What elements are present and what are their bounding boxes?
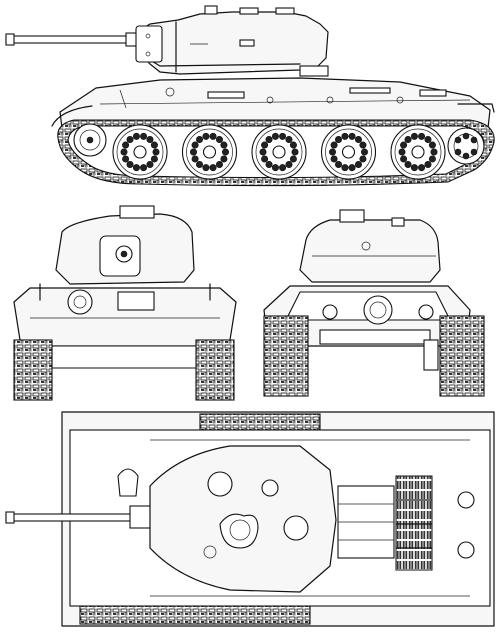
front-view xyxy=(13,205,237,401)
top-view xyxy=(5,411,495,627)
rear-track-right xyxy=(439,315,485,397)
side-gun-mantlet xyxy=(135,25,163,63)
side-turret xyxy=(139,11,329,75)
rear-turret xyxy=(299,219,441,283)
side-fittings xyxy=(165,87,447,104)
front-track-right xyxy=(195,339,235,401)
side-cupola xyxy=(204,5,295,15)
road-wheel xyxy=(112,124,168,180)
rear-access-hatch xyxy=(363,295,393,325)
road-wheel xyxy=(320,124,377,180)
front-track-left xyxy=(13,339,53,401)
side-road-wheels xyxy=(112,124,446,180)
road-wheel xyxy=(181,124,238,180)
front-mg-ball-mount xyxy=(67,289,93,315)
rear-track-left xyxy=(263,315,309,397)
rear-exhaust-left xyxy=(322,304,338,320)
top-hatch-small xyxy=(261,479,279,497)
rear-view xyxy=(263,209,485,397)
side-idler-wheel xyxy=(73,123,107,157)
top-hatch-large xyxy=(207,471,233,497)
top-gun-barrel xyxy=(5,505,155,529)
top-driver-hatch xyxy=(117,468,139,497)
top-track-lower xyxy=(79,603,311,625)
front-driver-hatch xyxy=(117,291,155,311)
road-wheel xyxy=(390,124,446,180)
front-cupola xyxy=(119,205,155,219)
rear-exhaust-right xyxy=(418,304,434,320)
side-fenders xyxy=(51,103,495,127)
rear-cupola xyxy=(339,209,365,223)
side-drive-sprocket xyxy=(447,127,485,165)
side-gun-barrel xyxy=(5,32,143,47)
side-view xyxy=(5,5,495,187)
road-wheel xyxy=(251,124,307,180)
top-engine-grille xyxy=(395,475,433,571)
